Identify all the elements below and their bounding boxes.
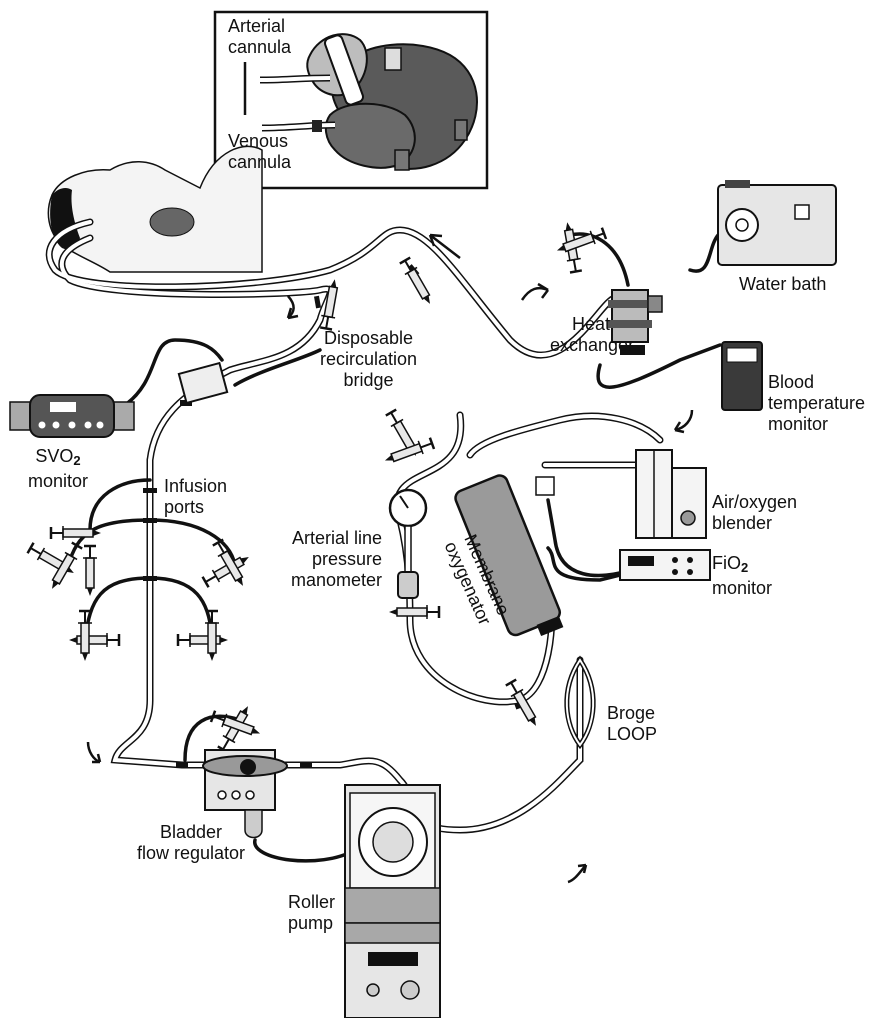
roller-pump-device: [345, 785, 440, 1018]
flow-arrow-icon: [568, 865, 586, 882]
flow-arrow-icon: [288, 296, 298, 318]
svo2-monitor-label: SVO2 monitor: [28, 446, 88, 492]
water-bath-label: Water bath: [739, 274, 826, 295]
flow-arrow-icon: [675, 410, 692, 432]
blood-temperature-monitor-device: [722, 342, 762, 410]
sensor-box: [179, 363, 227, 403]
fio2-monitor-label: FiO2 monitor: [712, 553, 772, 599]
small-heart-icon: [150, 208, 194, 236]
water-bath-device: [718, 180, 836, 265]
fio2-monitor-device: [620, 550, 710, 580]
flow-arrow-icon: [88, 742, 100, 762]
svo2-monitor-device: [10, 395, 134, 437]
pressure-manometer-device: [390, 490, 426, 598]
flow-arrow-icon: [522, 284, 548, 300]
